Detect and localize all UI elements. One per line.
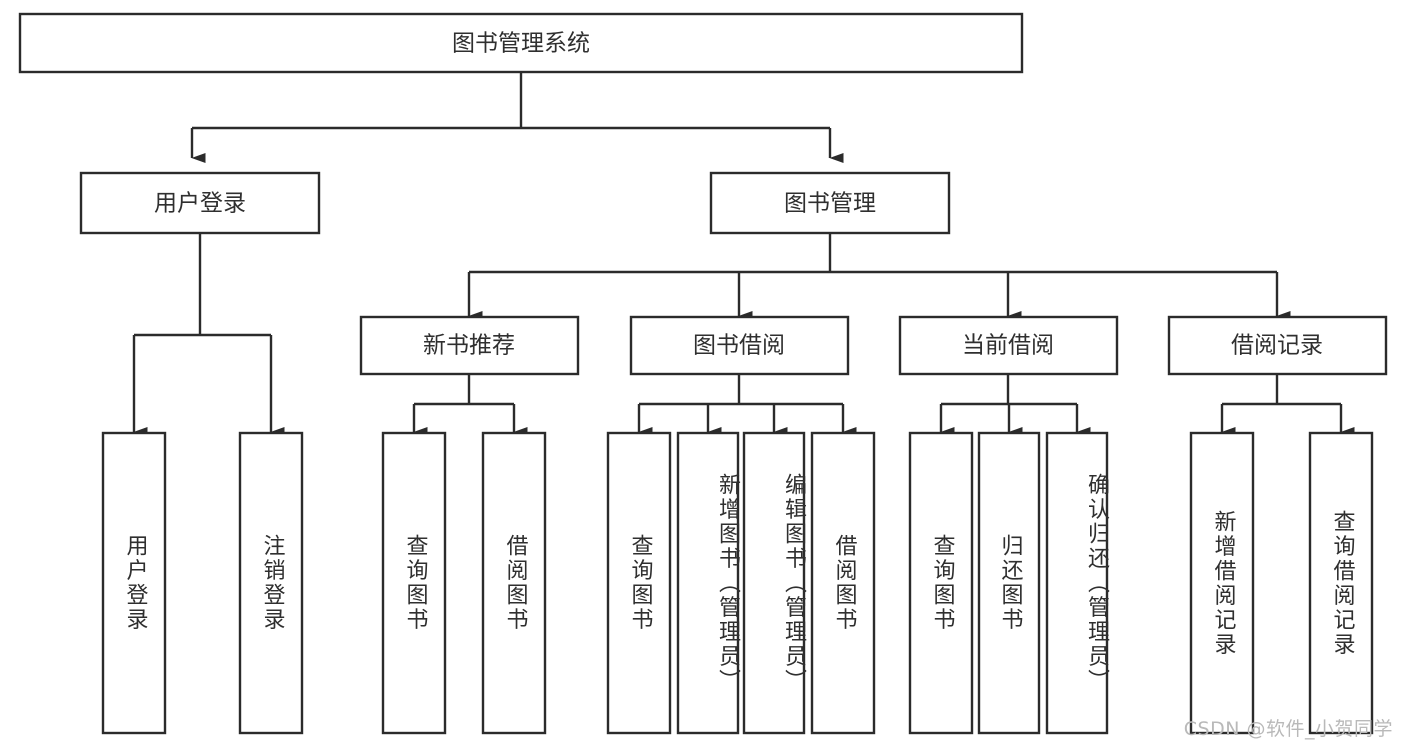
node-leaf-borrow-book-1[interactable] [481,431,547,735]
node-root-label: 图书管理系统 [452,31,590,57]
node-leaf-query-record[interactable] [1308,431,1374,735]
connector-new-book-recommend-to-leaves [412,374,528,437]
node-leaf-query-book-2[interactable] [606,431,672,735]
node-user-login-label: 用户登录 [154,191,246,217]
node-leaf-user-login[interactable] [101,431,167,735]
node-borrow-record[interactable] [1167,315,1388,376]
node-leaf-return-book[interactable] [977,431,1041,735]
node-leaf-add-record[interactable] [1189,431,1255,735]
node-leaf-add-book[interactable] [676,431,740,735]
node-leaf-confirm-return[interactable] [1045,431,1109,735]
connector-current-borrow-to-leaves [939,374,1091,437]
node-user-login[interactable] [79,171,321,235]
node-leaf-user-logout[interactable] [238,431,304,735]
connector-user-login-to-leaves [132,233,285,437]
node-new-book-recommend-label: 新书推荐 [423,333,515,359]
node-book-management[interactable] [709,171,951,235]
node-current-borrow-label: 当前借阅 [962,333,1054,359]
node-book-borrow-label: 图书借阅 [693,333,785,359]
connector-root-to-level2 [190,72,844,163]
connector-book-borrow-to-leaves [637,374,857,437]
watermark-text: CSDN @软件_小贺同学 [1183,718,1393,740]
node-current-borrow[interactable] [898,315,1119,376]
node-leaf-edit-book[interactable] [742,431,806,735]
node-leaf-query-book-1[interactable] [381,431,447,735]
node-book-management-label: 图书管理 [784,191,876,217]
node-leaf-query-book-3[interactable] [908,431,974,735]
node-root-book-management-system[interactable] [18,12,1024,74]
node-borrow-record-label: 借阅记录 [1231,333,1323,359]
connector-borrow-record-to-leaves [1220,374,1355,437]
connector-book-management-to-level3 [467,233,1291,321]
node-book-borrow[interactable] [629,315,850,376]
node-leaf-borrow-book-2[interactable] [810,431,876,735]
node-new-book-recommend[interactable] [359,315,580,376]
